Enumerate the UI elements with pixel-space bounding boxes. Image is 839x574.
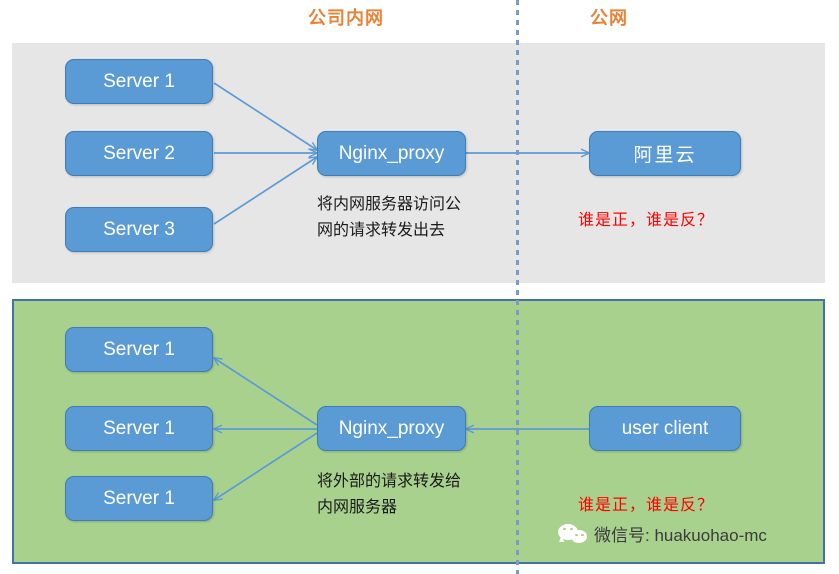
node-user-client[interactable]: user client bbox=[589, 406, 741, 451]
dotted-boundary-line bbox=[516, 0, 519, 574]
zone-label-public: 公网 bbox=[590, 8, 628, 28]
question-top: 谁是正，谁是反？ bbox=[578, 212, 715, 229]
node-bottom-server-2[interactable]: Server 1 bbox=[65, 406, 213, 451]
node-top-server-3[interactable]: Server 3 bbox=[65, 207, 213, 252]
node-bottom-server-1[interactable]: Server 1 bbox=[65, 327, 213, 372]
caption-reverse-proxy: 将外部的请求转发给内网服务器 bbox=[317, 473, 462, 516]
node-bottom-nginx-proxy[interactable]: Nginx_proxy bbox=[317, 406, 466, 451]
watermark-text: 微信号: huakuohao-mc bbox=[594, 526, 767, 545]
watermark: 微信号: huakuohao-mc bbox=[558, 521, 767, 546]
node-aliyun-cloud[interactable]: 阿里云 bbox=[589, 131, 741, 176]
node-bottom-server-3[interactable]: Server 1 bbox=[65, 476, 213, 521]
zone-label-intranet: 公司内网 bbox=[308, 8, 384, 28]
node-top-server-2[interactable]: Server 2 bbox=[65, 131, 213, 176]
caption-outbound-proxy: 将内网服务器访问公网的请求转发出去 bbox=[317, 196, 462, 239]
node-top-server-1[interactable]: Server 1 bbox=[65, 59, 213, 104]
wechat-icon bbox=[558, 523, 588, 545]
node-top-nginx-proxy[interactable]: Nginx_proxy bbox=[317, 131, 466, 176]
question-bottom: 谁是正，谁是反？ bbox=[578, 497, 715, 514]
